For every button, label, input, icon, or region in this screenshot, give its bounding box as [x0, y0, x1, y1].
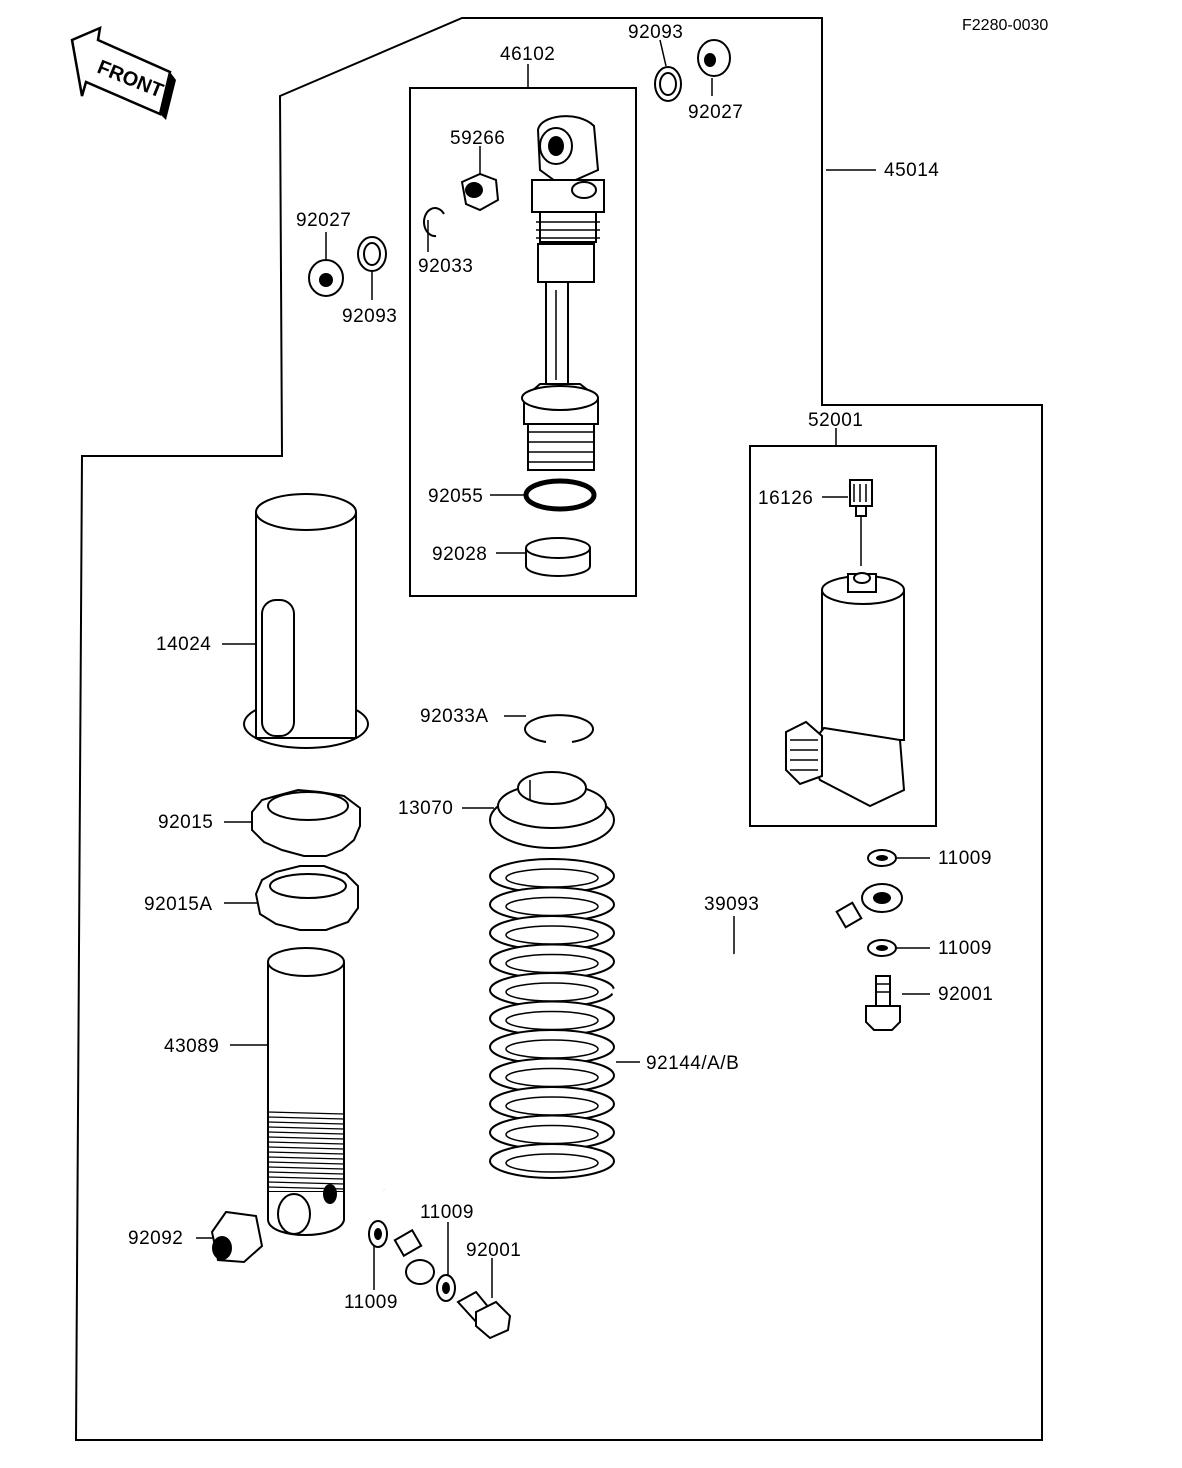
ring-92028: [525, 537, 591, 577]
thread-line: [267, 1126, 345, 1130]
label-11009-bottom-left: 11009: [344, 1292, 398, 1313]
label-92015A: 92015A: [144, 894, 213, 915]
label-46102: 46102: [500, 44, 555, 65]
label-11009-bottom-mid: 11009: [420, 1202, 474, 1223]
thread-line: [267, 1161, 345, 1165]
label-92093-top: 92093: [628, 22, 683, 43]
cover-14024: [243, 493, 369, 749]
label-92001-right: 92001: [938, 984, 993, 1005]
washer-11009-bottom-left: [368, 1220, 388, 1248]
bushing-59266: [460, 172, 500, 212]
label-13070: 13070: [398, 798, 453, 819]
label-92027-left: 92027: [296, 210, 351, 231]
label-92001-bottom: 92001: [466, 1240, 521, 1261]
label-16126: 16126: [758, 488, 813, 509]
label-92055: 92055: [428, 486, 483, 507]
bushing-92092: [210, 1210, 264, 1264]
banjo-bolt-92001-right: [865, 975, 901, 1031]
lock-nut-92015A: [254, 865, 359, 931]
label-92028: 92028: [432, 544, 487, 565]
spring-92144: [489, 858, 615, 1179]
shock-body-43089: [267, 947, 345, 1236]
thread-line: [267, 1186, 345, 1190]
front-arrow-icon: FRONT: [70, 25, 176, 120]
label-92033: 92033: [418, 256, 473, 277]
washer-11009-bottom-mid: [436, 1274, 456, 1302]
label-92027-top: 92027: [688, 102, 743, 123]
thread-line: [267, 1171, 345, 1175]
assembly-outline: [74, 17, 1043, 1441]
washer-11009-right-2: [867, 939, 897, 957]
thread-line: [267, 1111, 345, 1115]
leader-lines: [196, 39, 930, 1298]
circlip-92033A: [524, 714, 594, 743]
reservoir-52001: [785, 479, 906, 808]
label-45014: 45014: [884, 160, 939, 181]
thread-line: [267, 1146, 345, 1150]
label-14024: 14024: [156, 634, 211, 655]
thread-line: [267, 1141, 345, 1145]
washer-92093-left: [357, 236, 387, 272]
subassembly-box-46102: [409, 87, 637, 597]
hose-39093: [365, 883, 903, 1285]
thread-line: [267, 1166, 345, 1170]
spring-seat-13070: [489, 771, 615, 849]
thread-line: [267, 1121, 345, 1125]
washer-11009-right-1: [867, 849, 897, 867]
label-92093-left: 92093: [342, 306, 397, 327]
banjo-bolt-92001-bottom: [456, 1290, 512, 1340]
label-11009-right-1: 11009: [938, 848, 992, 869]
circlip-92033: [423, 207, 445, 238]
reference-code: F2280-0030: [962, 17, 1048, 34]
thread-line: [267, 1151, 345, 1155]
thread-line: [267, 1181, 345, 1185]
label-92015: 92015: [158, 812, 213, 833]
damper-rod-assembly: [521, 115, 605, 471]
label-92144: 92144/A/B: [646, 1053, 739, 1074]
bushing-92027-left: [308, 259, 344, 297]
o-ring-92055: [523, 478, 597, 512]
label-52001: 52001: [808, 410, 863, 431]
subassembly-box-52001: [749, 445, 937, 827]
label-11009-right-2: 11009: [938, 938, 992, 959]
part-labels: 46102 92093 92027 59266 45014 92027 9203…: [128, 22, 993, 1313]
thread-line: [267, 1116, 345, 1120]
thread-line: [267, 1176, 345, 1180]
washer-92093-top: [654, 66, 682, 102]
shock-body-threads: [267, 1111, 345, 1190]
label-92092: 92092: [128, 1228, 183, 1249]
label-43089: 43089: [164, 1036, 219, 1057]
thread-line: [267, 1156, 345, 1160]
thread-line: [267, 1136, 345, 1140]
label-92033A: 92033A: [420, 706, 489, 727]
lock-nut-92015: [251, 788, 361, 857]
label-59266: 59266: [450, 128, 505, 149]
bushing-92027-top: [697, 39, 731, 77]
label-39093: 39093: [704, 894, 759, 915]
spring-coil: [489, 1143, 615, 1179]
thread-line: [267, 1131, 345, 1135]
spring-coil-inner: [505, 1153, 599, 1173]
